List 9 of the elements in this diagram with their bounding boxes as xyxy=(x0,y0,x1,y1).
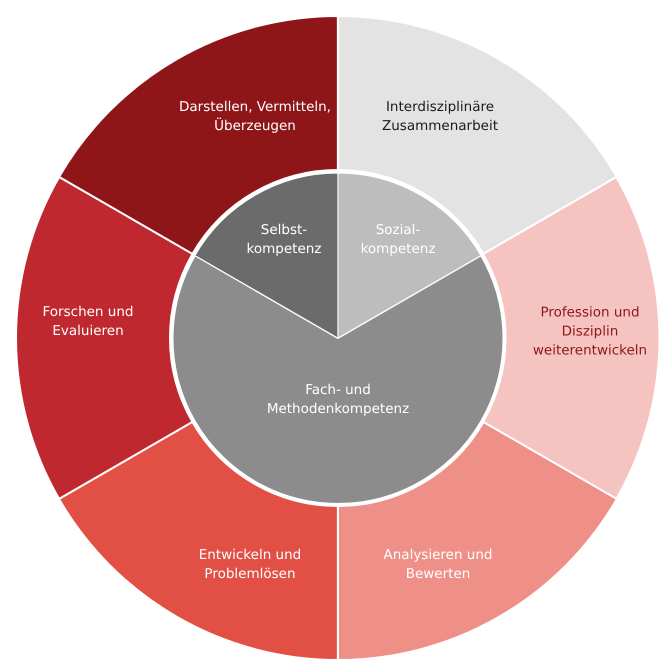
segment-label: Fach- und Methodenkompetenz xyxy=(266,381,410,419)
segment-label: Sozial- kompetenz xyxy=(360,221,436,259)
segment-label: Selbst- kompetenz xyxy=(246,221,322,259)
segment-label: Analysieren und Bewerten xyxy=(382,546,494,584)
segment-label: Entwickeln und Problemlösen xyxy=(198,546,302,584)
segment-label: Interdisziplinäre Zusammenarbeit xyxy=(380,98,499,136)
segment-label: Darstellen, Vermitteln, Überzeugen xyxy=(178,98,332,136)
segment-label: Forschen und Evaluieren xyxy=(42,303,134,341)
segment-label: Profession und Disziplin weiterentwickeln xyxy=(532,304,648,360)
